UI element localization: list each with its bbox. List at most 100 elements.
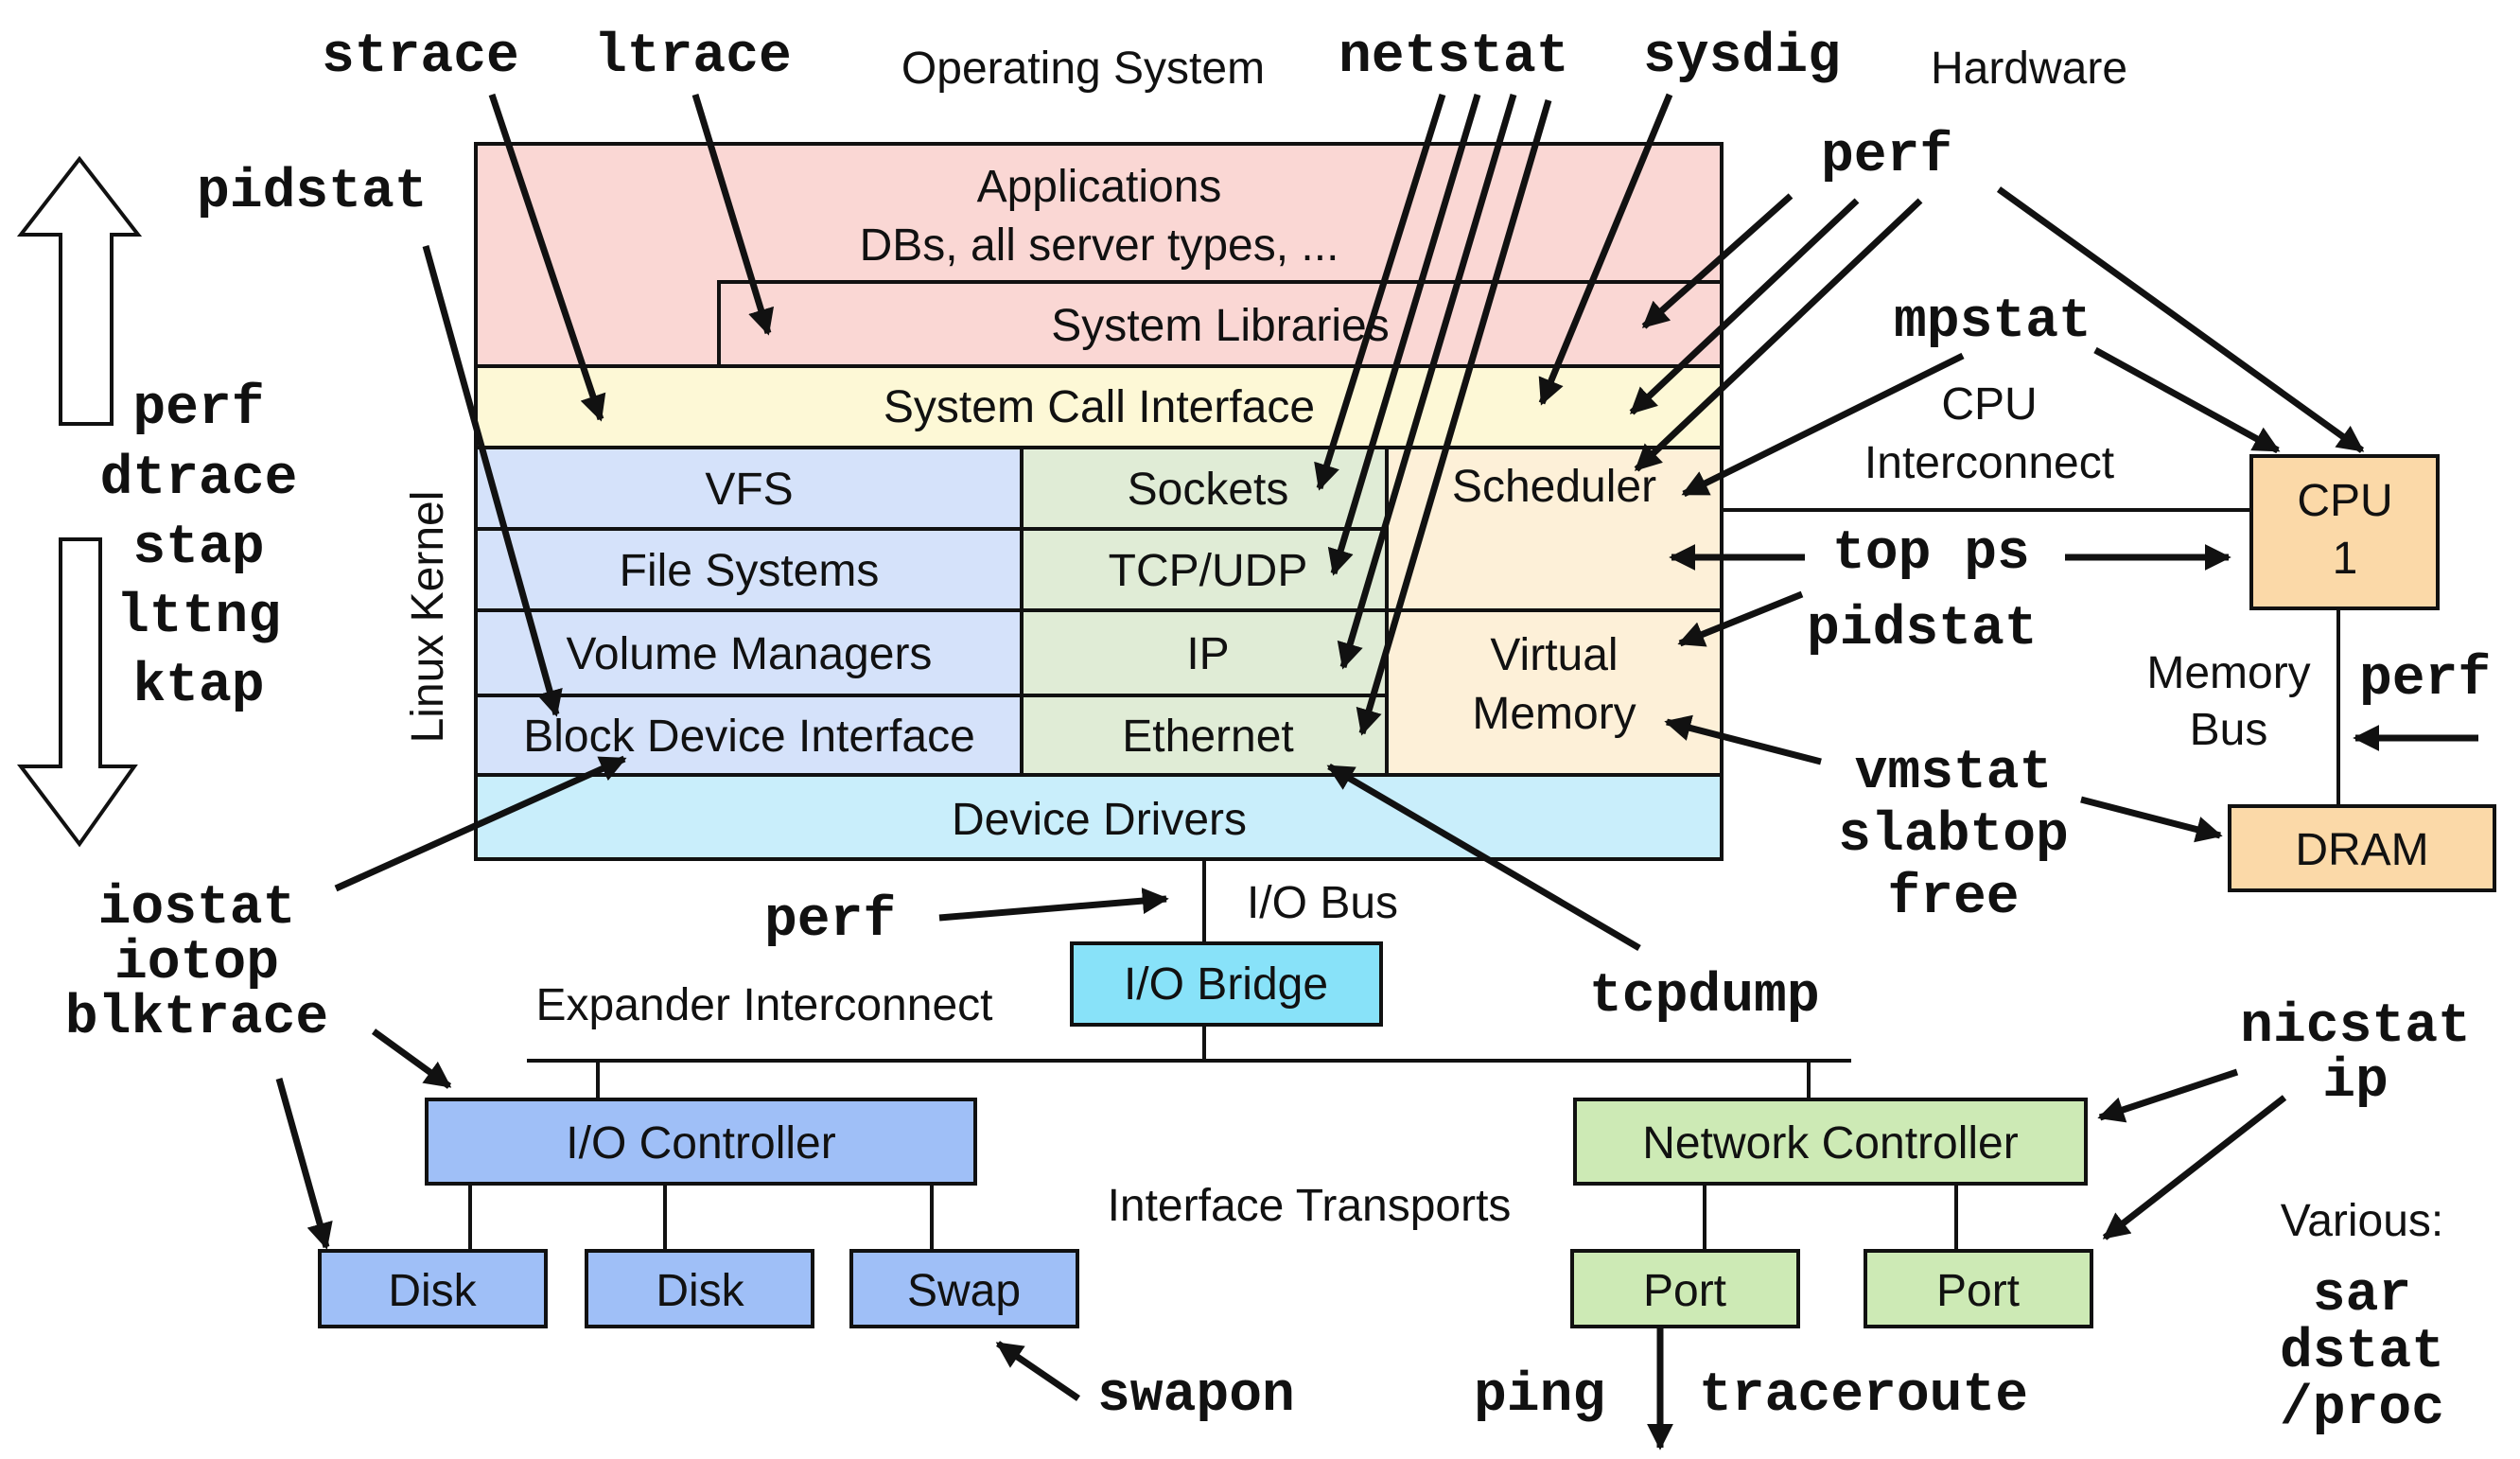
ethernet-label: Ethernet	[1122, 712, 1293, 762]
port-1-box	[1570, 1249, 1800, 1328]
memory-bus-label-2: Bus	[2190, 705, 2268, 755]
cpu-number: 1	[2333, 534, 2358, 584]
arrow-blktrace-disk	[275, 1078, 333, 1250]
disk-1-box	[318, 1249, 548, 1328]
arrow-sysdig	[1538, 93, 1673, 406]
tool-nicstat: nicstat	[2240, 996, 2471, 1058]
swap-label: Swap	[907, 1266, 1021, 1316]
tool-tcpdump: tcpdump	[1589, 966, 1820, 1028]
cpu-box	[2249, 454, 2440, 610]
virtual-memory-label-1: Virtual	[1490, 630, 1618, 680]
arrow-perf-libs	[1641, 193, 1794, 329]
device-drivers-layer	[474, 773, 1724, 861]
tool-sysdig: sysdig	[1643, 26, 1841, 88]
io-bus-label: I/O Bus	[1247, 878, 1398, 928]
tool-sar: sar	[2313, 1265, 2411, 1327]
hardware-header: Hardware	[1931, 44, 2127, 94]
arrow-pidstat-right	[1677, 590, 1804, 647]
tool-blktrace: blktrace	[65, 988, 328, 1049]
tool-strace: strace	[322, 26, 519, 88]
tool-lttng: lttng	[116, 587, 281, 648]
tool-ltrace: ltrace	[594, 26, 792, 88]
port-2-box	[1864, 1249, 2093, 1328]
dram-label: DRAM	[2295, 825, 2428, 875]
memory-bus-label-1: Memory	[2146, 648, 2310, 698]
arrow-netstat-tcp	[1327, 93, 1481, 576]
io-controller-label: I/O Controller	[566, 1118, 835, 1169]
arrow-netstat-sockets	[1314, 93, 1446, 491]
virtual-memory-label-2: Memory	[1472, 689, 1636, 739]
swap-box	[849, 1249, 1079, 1328]
arrow-netstat-ethernet	[1356, 99, 1552, 736]
scheduler-box	[1385, 446, 1724, 612]
cpu-label: CPU	[2297, 476, 2392, 526]
network-controller-label: Network Controller	[1642, 1118, 2018, 1169]
tool-arrows	[275, 93, 2478, 1450]
arrow-blktrace-controller	[371, 1028, 452, 1089]
sockets-label: Sockets	[1128, 465, 1289, 515]
arrow-ltrace	[691, 93, 775, 336]
tool-free: free	[1887, 868, 2019, 929]
ip-label: IP	[1186, 629, 1229, 679]
io-bridge-label: I/O Bridge	[1124, 959, 1328, 1010]
tool-pidstat-right: pidstat	[1807, 599, 2038, 660]
tool-perf-left: perf	[132, 378, 264, 440]
tool-swapon: swapon	[1097, 1365, 1295, 1427]
tool-slabtop: slabtop	[1838, 805, 2069, 867]
tool-perf-io: perf	[764, 890, 896, 952]
arrow-tcpdump-ethernet	[1326, 763, 1641, 952]
system-libraries-label: System Libraries	[1051, 301, 1389, 351]
operating-system-header: Operating System	[901, 44, 1265, 94]
dram-box	[2228, 804, 2496, 892]
arrow-perf-io-bus	[938, 888, 1169, 922]
arrow-pidstat-left	[422, 245, 563, 717]
block-device-interface-label: Block Device Interface	[523, 712, 975, 762]
tool-dtrace: dtrace	[100, 448, 298, 510]
tool-dstat: dstat	[2280, 1322, 2444, 1383]
cpu-interconnect-label-2: Interconnect	[1864, 438, 2114, 488]
applications-subtitle: DBs, all server types, ...	[860, 220, 1339, 271]
tcp-udp-label: TCP/UDP	[1109, 546, 1308, 596]
arrow-perf-syscall	[1629, 198, 1860, 415]
vfs-label: VFS	[705, 465, 793, 515]
tool-ping: ping	[1474, 1365, 1605, 1427]
tool-stap: stap	[132, 518, 264, 579]
applications-label: Applications	[977, 162, 1222, 212]
tool-iostat: iostat	[98, 878, 296, 940]
io-bridge-box	[1070, 941, 1383, 1027]
system-libraries-layer	[717, 280, 1724, 368]
arrow-perf-scheduler	[1634, 198, 1923, 472]
arrow-strace	[488, 93, 606, 422]
arrow-mpstat-cpu	[2093, 346, 2281, 454]
network-controller-box	[1573, 1098, 2088, 1186]
cpu-interconnect-label-1: CPU	[1941, 379, 2037, 430]
linux-kernel-label: Linux Kernel	[403, 491, 453, 744]
various-label: Various:	[2281, 1196, 2444, 1246]
tool-vmstat: vmstat	[1855, 743, 2053, 804]
volume-managers-label: Volume Managers	[567, 629, 933, 679]
disk-2-box	[585, 1249, 814, 1328]
port-2-label: Port	[1936, 1266, 2020, 1316]
arrow-nicstat-controller	[2097, 1068, 2239, 1123]
arrow-netstat-ip	[1337, 94, 1517, 670]
volume-managers-box	[474, 608, 1024, 697]
down-hollow-arrow-icon	[16, 537, 138, 848]
tool-netstat: netstat	[1339, 26, 1569, 88]
arrow-ip-port	[2102, 1095, 2287, 1240]
file-systems-label: File Systems	[620, 546, 880, 596]
scheduler-label: Scheduler	[1452, 462, 1656, 512]
expander-interconnect-label: Expander Interconnect	[536, 980, 993, 1030]
arrow-vmstat-vm	[1664, 714, 1822, 765]
tool-iotop: iotop	[114, 933, 279, 994]
port-1-label: Port	[1643, 1266, 1726, 1316]
arrow-perf-cpu	[1996, 186, 2365, 453]
arrow-mpstat-scheduler	[1681, 352, 1965, 498]
tool-perf-memory: perf	[2359, 649, 2491, 711]
os-stack	[474, 142, 1724, 861]
arrow-iostat-block	[334, 755, 627, 892]
tool-ip: ip	[2322, 1051, 2389, 1113]
tool-top-ps: top ps	[1832, 523, 2030, 585]
up-hollow-arrow-icon	[16, 155, 143, 426]
